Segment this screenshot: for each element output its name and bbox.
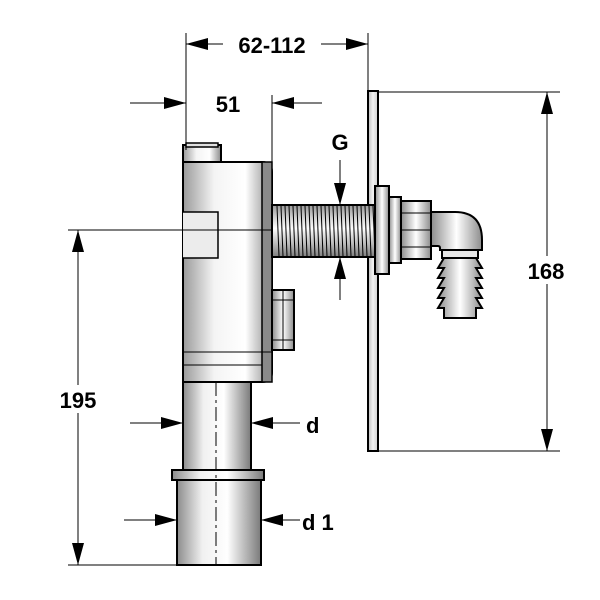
cleaning-cap xyxy=(271,289,295,351)
thread-label: G xyxy=(331,130,348,155)
body-depth-label: 51 xyxy=(216,92,240,117)
threaded-spigot xyxy=(271,204,377,258)
dimension-outlet-diameter: d xyxy=(130,413,319,438)
dimension-overall-depth: 62-112 xyxy=(186,30,368,58)
dimension-plate-height: 168 xyxy=(515,92,577,451)
plate-height-label: 168 xyxy=(528,259,565,284)
overall-depth-label: 62-112 xyxy=(238,33,305,58)
hose-connector xyxy=(374,185,483,275)
dimension-lines: 62-112 51 G 168 xyxy=(45,30,577,566)
inner-diameter-label: d 1 xyxy=(302,510,334,535)
outlet-diameter-label: d xyxy=(306,413,319,438)
siphon-housing xyxy=(182,142,273,383)
dimension-inner-diameter: d 1 xyxy=(124,510,334,535)
outlet-pipe xyxy=(171,381,265,566)
total-height-label: 195 xyxy=(60,388,97,413)
dimension-body-depth: 51 xyxy=(130,92,322,117)
siphon-assembly xyxy=(171,90,484,566)
dimension-total-height: 195 xyxy=(45,230,111,565)
hose-tail xyxy=(436,249,484,319)
dimension-thread: G xyxy=(331,130,349,300)
